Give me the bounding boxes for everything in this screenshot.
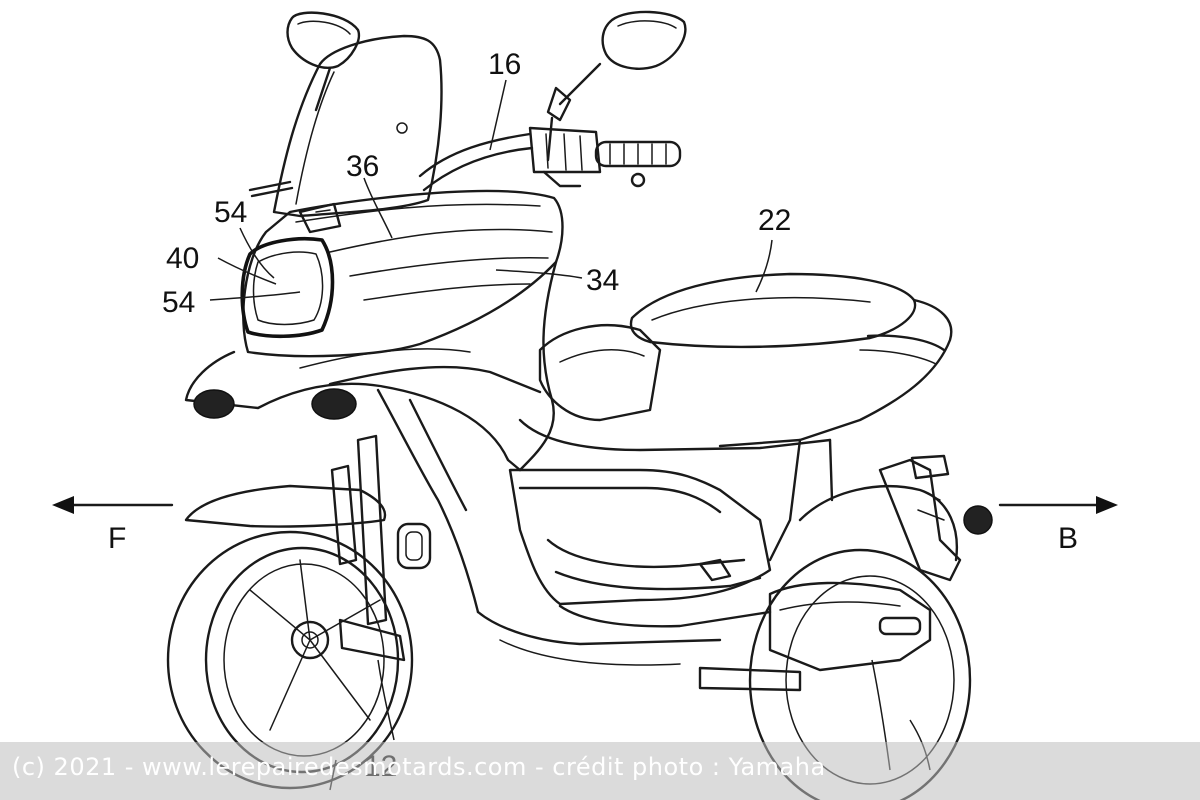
watermark-bar (0, 742, 1200, 800)
rear-fender (878, 454, 993, 582)
left-indicator (193, 389, 235, 419)
rear-body (518, 298, 953, 562)
handlebar (418, 126, 682, 192)
ref-numeral-16: 16 (488, 48, 521, 81)
ref-numeral-34: 34 (586, 264, 619, 297)
ref-numeral-40: 40 (166, 242, 199, 275)
ref-numeral-54-upper: 54 (214, 196, 247, 229)
body-panels (184, 260, 558, 614)
floorboard (396, 468, 772, 666)
ref-numeral-54-lower: 54 (162, 286, 195, 319)
windscreen (248, 34, 443, 218)
back-direction-arrow (998, 496, 1118, 514)
watermark-text: (c) 2021 - www.lerepairedesmotards.com -… (12, 753, 826, 781)
leader-lines (209, 79, 931, 791)
ref-numeral-36: 36 (346, 150, 379, 183)
right-indicator (311, 388, 357, 420)
right-mirror (546, 10, 687, 162)
ref-numeral-22: 22 (758, 204, 791, 237)
front-wheel (166, 434, 414, 790)
left-mirror (286, 11, 361, 112)
front-direction-arrow (52, 496, 174, 514)
front-direction-label: F (108, 522, 126, 555)
front-fairing (240, 189, 564, 358)
seat (538, 272, 917, 422)
back-direction-label: B (1058, 522, 1078, 555)
